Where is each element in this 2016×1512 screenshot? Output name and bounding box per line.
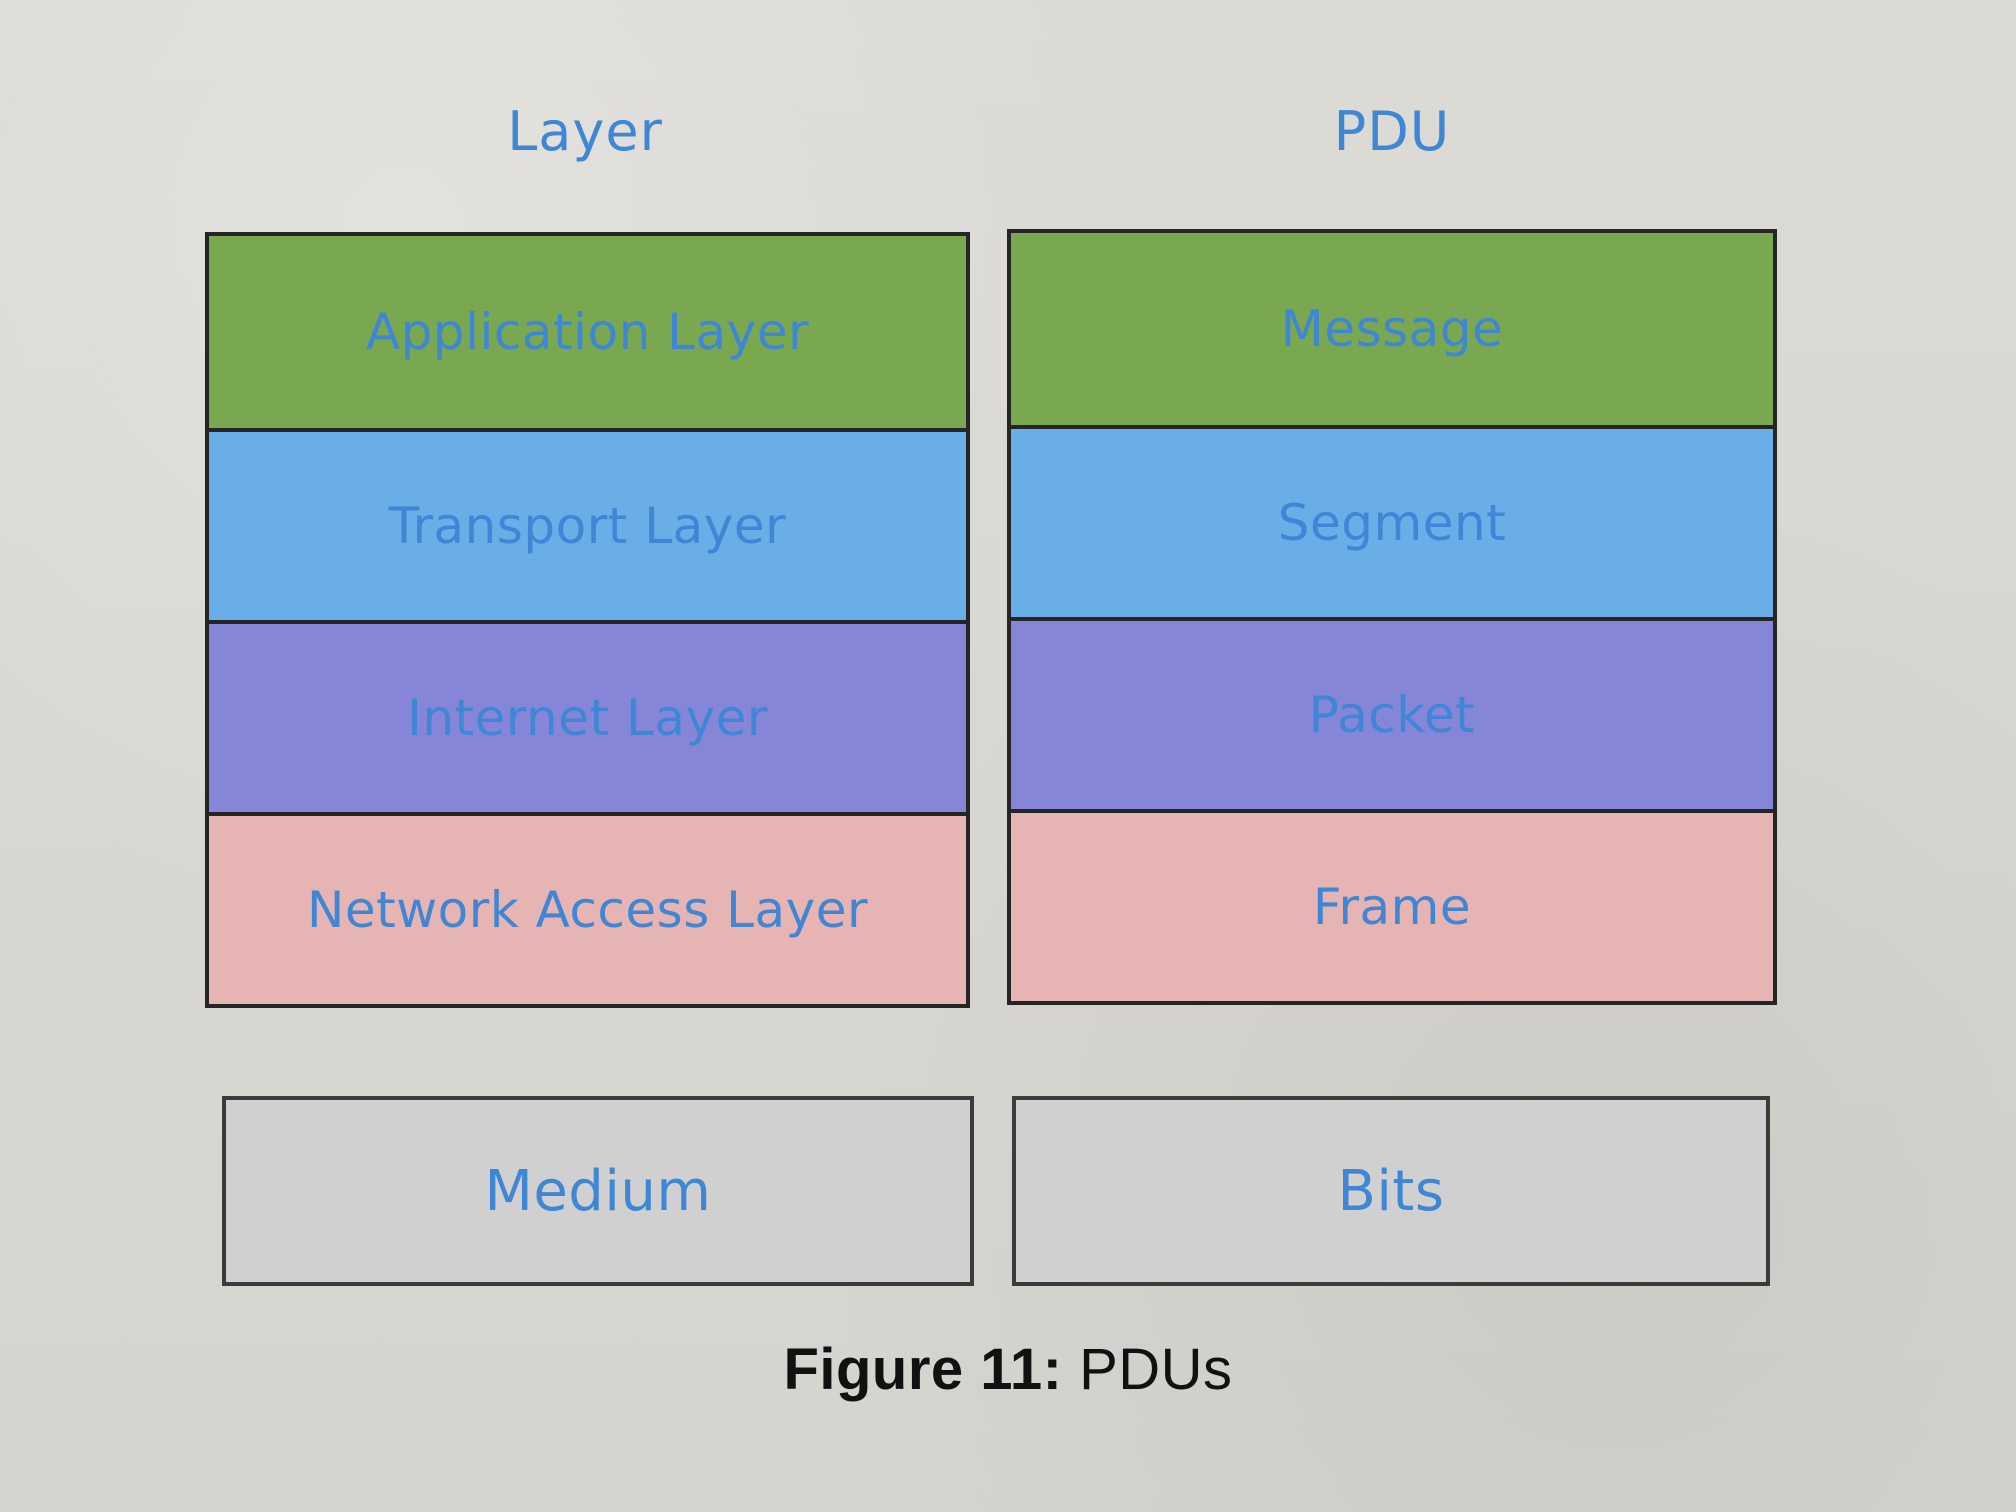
figure-caption: Figure 11: PDUs bbox=[0, 1336, 2016, 1403]
frame-pdu-box: Frame bbox=[1011, 809, 1773, 1001]
packet-pdu-box: Packet bbox=[1011, 617, 1773, 809]
figure-caption-label: Figure 11: bbox=[783, 1337, 1063, 1402]
layer-stack: Application Layer Transport Layer Intern… bbox=[205, 232, 970, 1008]
segment-pdu-box: Segment bbox=[1011, 425, 1773, 617]
network-access-layer-box: Network Access Layer bbox=[209, 812, 966, 1004]
message-pdu-box: Message bbox=[1011, 233, 1773, 425]
bits-box: Bits bbox=[1012, 1096, 1770, 1286]
transport-layer-box: Transport Layer bbox=[209, 428, 966, 620]
figure-caption-text: PDUs bbox=[1079, 1337, 1233, 1402]
pdu-stack: Message Segment Packet Frame bbox=[1007, 229, 1777, 1005]
medium-box: Medium bbox=[222, 1096, 974, 1286]
application-layer-box: Application Layer bbox=[209, 236, 966, 428]
layer-column-header: Layer bbox=[507, 100, 663, 163]
internet-layer-box: Internet Layer bbox=[209, 620, 966, 812]
pdu-column-header: PDU bbox=[1333, 100, 1451, 163]
